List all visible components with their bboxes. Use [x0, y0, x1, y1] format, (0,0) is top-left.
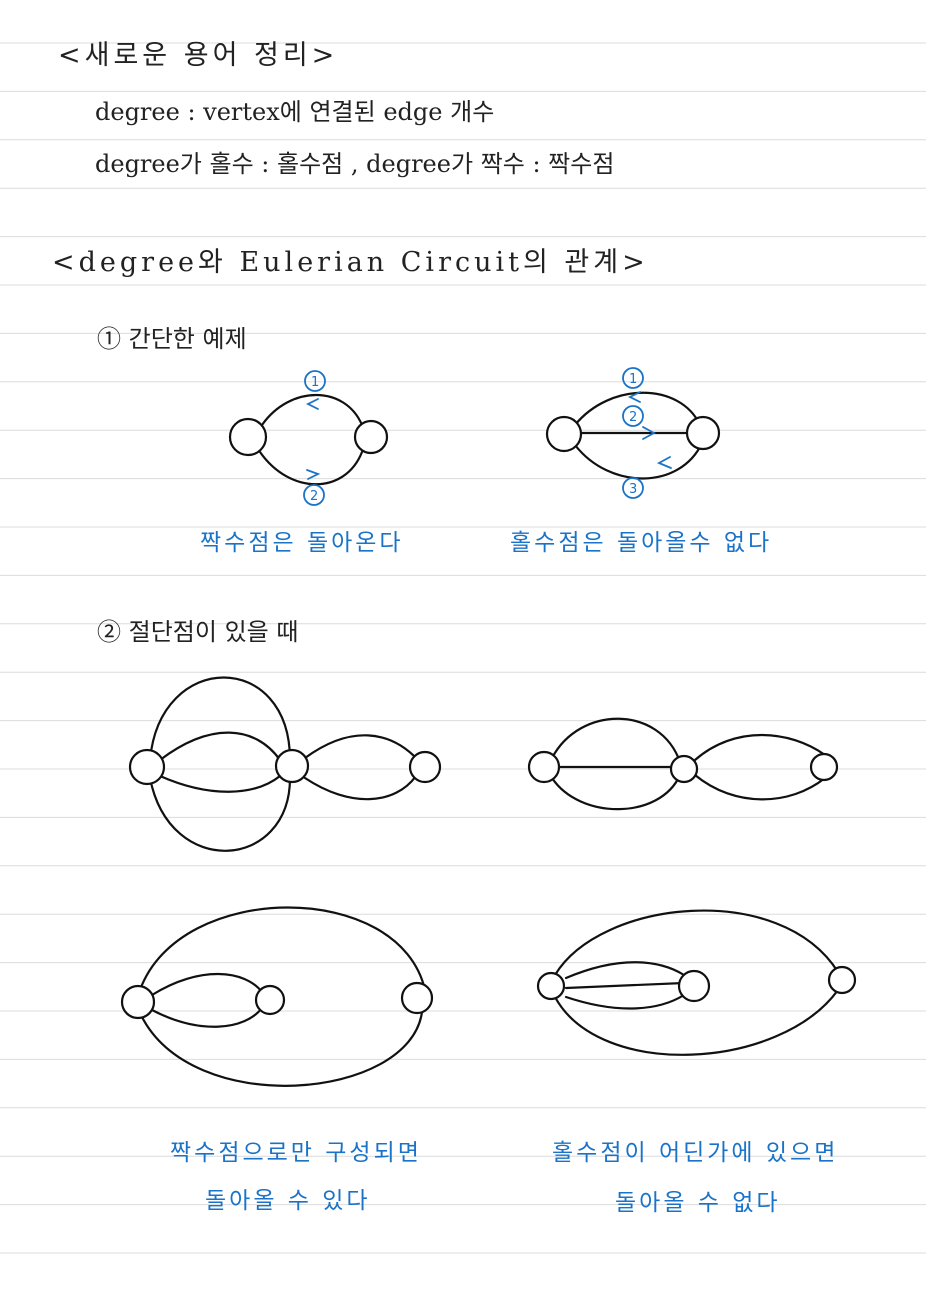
edge-outer-bottom: [553, 988, 840, 1056]
edge-label-circle-1: [622, 367, 644, 389]
vertex-left: [128, 748, 166, 786]
edge-inner-bottom: [150, 1006, 264, 1028]
direction-arrow-1: [305, 398, 319, 410]
caption-only-even-line2: 돌아올 수 있다: [205, 1188, 371, 1214]
edge-right-top: [693, 734, 827, 762]
vertex-middle: [254, 984, 286, 1016]
edge-upper: [573, 391, 702, 427]
edge-lower: [258, 450, 364, 486]
edge-inner-bottom: [158, 774, 282, 793]
edge-inner-top: [150, 972, 264, 997]
caption-only-even-line1: 짝수점으로만 구성되면: [170, 1140, 422, 1166]
vertex-left: [228, 417, 268, 457]
cut-vertex: [669, 754, 699, 784]
edge-inner-middle: [564, 981, 686, 990]
section-1-heading: ① 간단한 예제: [97, 325, 247, 353]
edge-label-circle-2: [622, 405, 644, 427]
edge-label-2: 2: [310, 489, 318, 504]
edge-right-bottom: [693, 773, 827, 801]
vertex-right: [685, 415, 721, 451]
direction-arrow-2: [642, 426, 656, 440]
graph-example-even: 1 2: [228, 370, 389, 506]
caption-odd-somewhere-line2: 돌아올 수 없다: [615, 1190, 781, 1216]
degree-definition-line: degree : vertex에 연결된 edge 개수: [95, 98, 495, 126]
vertex-left: [120, 984, 156, 1020]
edge-outer-bottom: [148, 776, 292, 852]
vertex-right: [353, 419, 389, 455]
edge-inner-top: [158, 731, 282, 762]
edge-upper: [260, 394, 364, 427]
edge-label-circle-3: [622, 477, 644, 499]
title-degree-eulerian-relation: <degree와 Eulerian Circuit의 관계>: [52, 247, 649, 278]
graph-cutvertex-even: [128, 676, 442, 852]
caption-odd-somewhere-line1: 홀수점이 어딘가에 있으면: [552, 1140, 839, 1166]
edge-label-circle-2: [303, 484, 325, 506]
caption-even-returns: 짝수점은 돌아온다: [200, 530, 404, 556]
edge-outer-top: [553, 909, 840, 977]
edge-outer-bottom: [138, 1010, 424, 1087]
edge-lower: [573, 441, 704, 480]
caption-odd-cannot-return: 홀수점은 돌아올수 없다: [510, 530, 773, 556]
vertex-left: [545, 415, 583, 453]
vertex-right: [827, 965, 857, 995]
vertex-left: [527, 750, 561, 784]
title-new-terms: <새로운 용어 정리>: [58, 40, 339, 71]
edge-right-bottom: [303, 774, 418, 801]
edge-right-top: [303, 734, 420, 762]
graph-bottom-odd: [536, 909, 857, 1056]
edge-left-bottom: [550, 773, 682, 811]
edge-label-3: 3: [629, 482, 637, 497]
odd-even-definition-line: degree가 홀수 : 홀수점 , degree가 짝수 : 짝수점: [95, 150, 615, 178]
direction-arrow-3: [656, 456, 672, 469]
graph-cutvertex-odd: [527, 717, 839, 811]
vertex-left: [536, 971, 566, 1001]
edge-outer-top: [138, 906, 427, 992]
edge-outer-top: [148, 676, 292, 762]
vertex-right: [408, 750, 442, 784]
edge-label-1: 1: [311, 375, 319, 390]
vertex-right: [809, 752, 839, 782]
edge-inner-bottom: [564, 993, 686, 1010]
edge-inner-top: [564, 961, 686, 980]
edge-label-circle-1: [304, 370, 326, 392]
graph-bottom-even: [120, 906, 434, 1087]
edge-label-2: 2: [629, 410, 637, 425]
edge-left-top: [550, 717, 682, 764]
section-2-heading: ② 절단점이 있을 때: [97, 618, 299, 646]
graph-example-odd: 1 2 3: [545, 367, 721, 499]
edge-label-1: 1: [629, 372, 637, 387]
vertex-right: [400, 981, 434, 1015]
direction-arrow-1: [627, 391, 641, 403]
vertex-middle: [677, 969, 711, 1003]
direction-arrow-2: [306, 469, 321, 480]
cut-vertex: [274, 748, 310, 784]
